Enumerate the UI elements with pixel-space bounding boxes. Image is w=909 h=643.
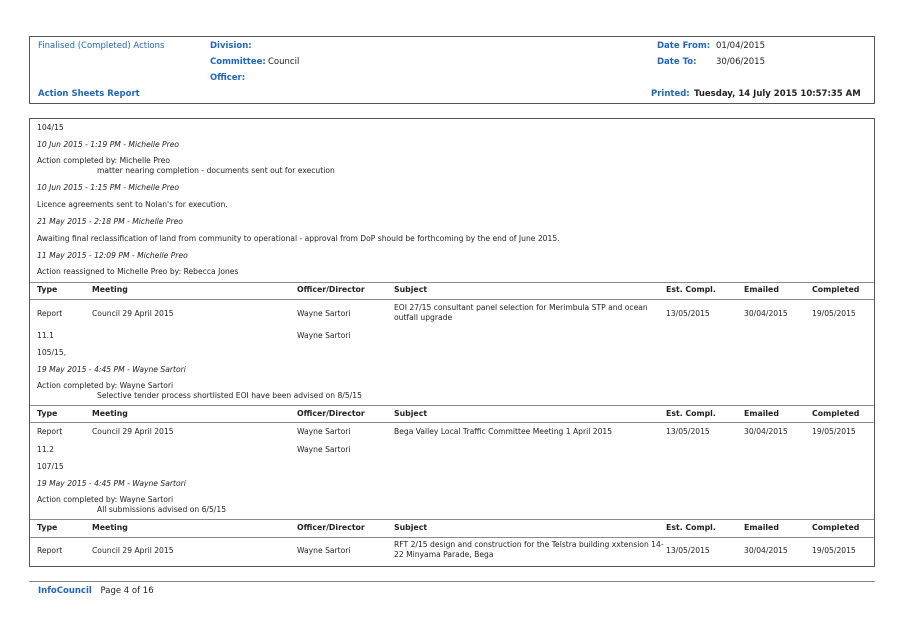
page-number: Page 4 of 16 — [100, 586, 154, 596]
page-footer: InfoCouncil Page 4 of 16 — [38, 586, 154, 596]
committee-label: Committee: — [210, 57, 266, 67]
cell-meeting: Council 29 April 2015 — [92, 546, 174, 555]
col-emailed: Emailed — [744, 409, 779, 418]
item-number: 11.1 — [37, 331, 54, 340]
report-header: Finalised (Completed) Actions Division: … — [29, 36, 875, 104]
col-officer: Officer/Director — [297, 409, 365, 418]
date-to-label: Date To: — [657, 57, 697, 67]
date-to-value: 30/06/2015 — [716, 57, 765, 67]
footer-divider — [29, 581, 875, 582]
printed-value: Tuesday, 14 July 2015 10:57:35 AM — [694, 89, 861, 99]
officer-label: Officer: — [210, 73, 246, 83]
col-est-compl: Est. Compl. — [666, 523, 716, 532]
col-meeting: Meeting — [92, 285, 128, 294]
note-date: 19 May 2015 - 4:45 PM - Wayne Sartori — [37, 365, 186, 374]
officer-name: Wayne Sartori — [297, 445, 351, 454]
cell-officer: Wayne Sartori — [297, 546, 351, 555]
cell-completed: 19/05/2015 — [812, 309, 856, 318]
cell-officer: Wayne Sartori — [297, 309, 351, 318]
cell-subject: RFT 2/15 design and construction for the… — [394, 540, 664, 559]
cell-type: Report — [37, 546, 63, 555]
note-text: All submissions advised on 6/5/15 — [97, 505, 227, 514]
note-date: 10 Jun 2015 - 1:19 PM - Michelle Preo — [37, 140, 180, 149]
col-subject: Subject — [394, 285, 428, 294]
note-date: 10 Jun 2015 - 1:15 PM - Michelle Preo — [37, 183, 180, 192]
col-subject: Subject — [394, 523, 428, 532]
division-label: Division: — [210, 41, 252, 51]
note-date: 11 May 2015 - 12:09 PM - Michelle Preo — [37, 251, 188, 260]
col-meeting: Meeting — [92, 523, 128, 532]
note-text: Action reassigned to Michelle Preo by: R… — [37, 267, 239, 276]
col-officer: Officer/Director — [297, 285, 365, 294]
cell-est-compl: 13/05/2015 — [666, 546, 710, 555]
cell-emailed: 30/04/2015 — [744, 427, 788, 436]
cell-est-compl: 13/05/2015 — [666, 427, 710, 436]
col-type: Type — [37, 523, 58, 532]
col-est-compl: Est. Compl. — [666, 409, 716, 418]
divider — [30, 405, 874, 406]
table-header: Type Meeting Officer/Director Subject Es… — [30, 523, 874, 539]
col-type: Type — [37, 285, 58, 294]
printed-label: Printed: — [651, 89, 690, 99]
cell-subject: Bega Valley Local Traffic Committee Meet… — [394, 427, 613, 436]
note-text: Selective tender process shortlisted EOI… — [97, 391, 362, 400]
col-subject: Subject — [394, 409, 428, 418]
note-text: matter nearing completion - documents se… — [97, 166, 335, 175]
cell-officer: Wayne Sartori — [297, 427, 351, 436]
note-date: 19 May 2015 - 4:45 PM - Wayne Sartori — [37, 479, 186, 488]
table-header: Type Meeting Officer/Director Subject Es… — [30, 285, 874, 301]
officer-name: Wayne Sartori — [297, 331, 351, 340]
cell-emailed: 30/04/2015 — [744, 546, 788, 555]
note-date: 21 May 2015 - 2:18 PM - Michelle Preo — [37, 217, 183, 226]
divider — [30, 537, 874, 538]
brand-name: InfoCouncil — [38, 586, 92, 596]
cell-type: Report — [37, 309, 63, 318]
actions-body: 104/15 10 Jun 2015 - 1:19 PM - Michelle … — [29, 118, 875, 567]
col-completed: Completed — [812, 409, 860, 418]
date-from-label: Date From: — [657, 41, 711, 51]
cell-meeting: Council 29 April 2015 — [92, 427, 174, 436]
cell-completed: 19/05/2015 — [812, 546, 856, 555]
ref-number: 107/15 — [37, 462, 64, 471]
date-from-value: 01/04/2015 — [716, 41, 765, 51]
col-est-compl: Est. Compl. — [666, 285, 716, 294]
cell-est-compl: 13/05/2015 — [666, 309, 710, 318]
divider — [30, 422, 874, 423]
col-officer: Officer/Director — [297, 523, 365, 532]
table-header: Type Meeting Officer/Director Subject Es… — [30, 409, 874, 425]
col-type: Type — [37, 409, 58, 418]
col-meeting: Meeting — [92, 409, 128, 418]
cell-type: Report — [37, 427, 63, 436]
cell-meeting: Council 29 April 2015 — [92, 309, 174, 318]
note-completed-by: Action completed by: Wayne Sartori — [37, 381, 174, 390]
divider — [30, 519, 874, 520]
cell-subject: EOI 27/15 consultant panel selection for… — [394, 303, 648, 322]
report-name: Finalised (Completed) Actions — [38, 41, 165, 51]
ref-number: 104/15 — [37, 123, 64, 132]
divider — [30, 299, 874, 300]
col-emailed: Emailed — [744, 285, 779, 294]
note-completed-by: Action completed by: Michelle Preo — [37, 156, 170, 165]
col-completed: Completed — [812, 523, 860, 532]
col-emailed: Emailed — [744, 523, 779, 532]
note-completed-by: Action completed by: Wayne Sartori — [37, 495, 174, 504]
cell-completed: 19/05/2015 — [812, 427, 856, 436]
report-title: Action Sheets Report — [38, 89, 140, 99]
item-number: 11.2 — [37, 445, 54, 454]
cell-emailed: 30/04/2015 — [744, 309, 788, 318]
divider — [30, 282, 874, 283]
ref-number: 105/15, — [37, 348, 67, 357]
col-completed: Completed — [812, 285, 860, 294]
committee-value: Council — [268, 57, 300, 67]
note-text: Awaiting final reclassification of land … — [37, 234, 560, 243]
note-text: Licence agreements sent to Nolan's for e… — [37, 200, 228, 209]
